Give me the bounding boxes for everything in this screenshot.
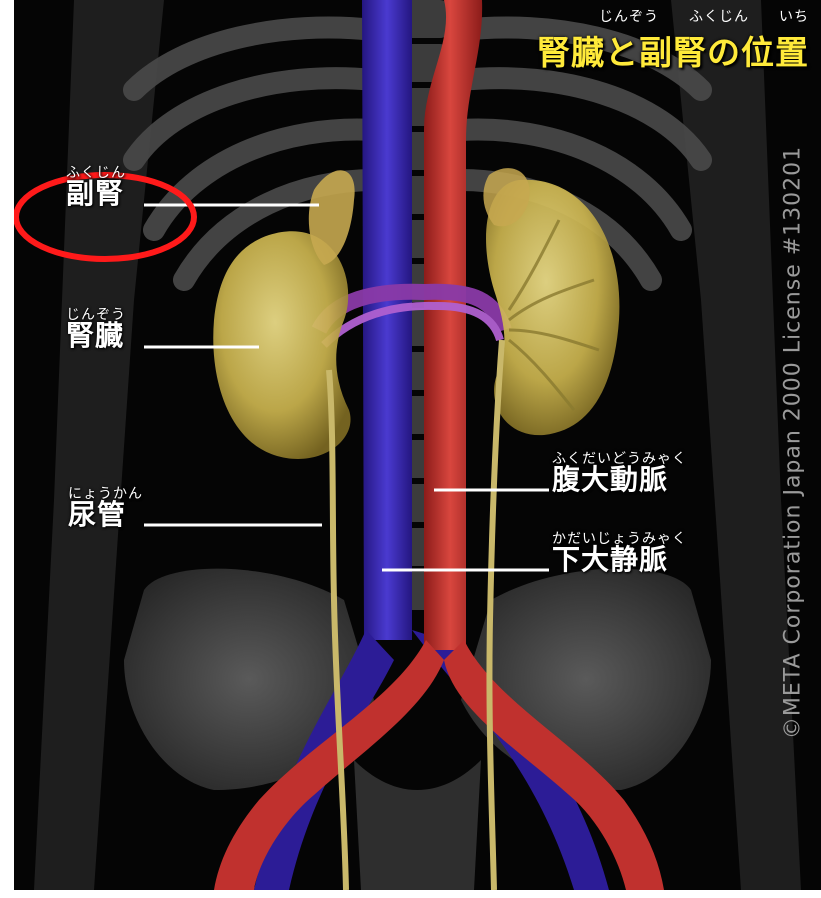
title-text: 腎臓と副腎の位置 bbox=[537, 26, 809, 74]
label-ureter-text: 尿管 bbox=[68, 501, 143, 529]
anatomy-diagram: じんぞう ふくじん いち 腎臓と副腎の位置 ふくじん 副腎 じんぞう 腎臓 にょ… bbox=[14, 0, 821, 890]
label-aorta-text: 腹大動脈 bbox=[552, 466, 687, 494]
label-adrenal: ふくじん 副腎 bbox=[66, 166, 126, 208]
label-vena-cava-text: 下大静脈 bbox=[552, 546, 687, 574]
copyright-notice: ©META Corporation Japan 2000 License #13… bbox=[781, 103, 806, 783]
label-adrenal-text: 副腎 bbox=[66, 180, 126, 208]
diagram-title: じんぞう ふくじん いち 腎臓と副腎の位置 bbox=[537, 6, 809, 74]
label-aorta: ふくだいどうみゃく 腹大動脈 bbox=[552, 452, 687, 494]
label-ureter: にょうかん 尿管 bbox=[68, 487, 143, 529]
title-ruby: じんぞう ふくじん いち bbox=[537, 6, 809, 26]
label-kidney: じんぞう 腎臓 bbox=[66, 308, 126, 350]
label-vena-cava: かだいじょうみゃく 下大静脈 bbox=[552, 532, 687, 574]
label-kidney-text: 腎臓 bbox=[66, 322, 126, 350]
anatomy-illustration bbox=[14, 0, 821, 890]
